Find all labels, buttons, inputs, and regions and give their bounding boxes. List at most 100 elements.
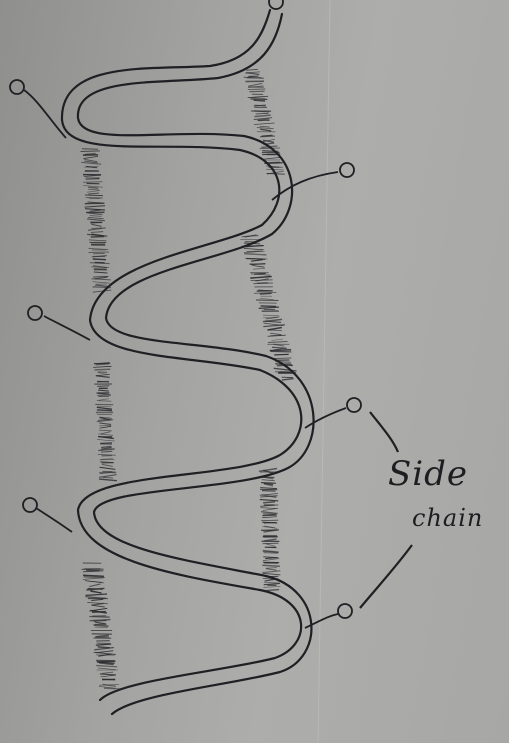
side-chain-label-line1: Side — [388, 454, 468, 494]
side-chain-group-circle — [28, 306, 42, 320]
hatch-stroke — [96, 666, 117, 667]
hatch-stroke — [268, 342, 288, 343]
hatch-stroke — [262, 517, 277, 518]
hatch-stroke — [251, 260, 263, 262]
hatch-stroke — [272, 339, 284, 341]
hatch-stroke — [97, 406, 111, 407]
hatch-stroke — [90, 263, 110, 264]
hatch-stroke — [249, 91, 264, 92]
hatch-stroke — [81, 151, 100, 152]
hatch-stroke — [85, 209, 105, 210]
hatch-stroke — [85, 206, 105, 207]
hatch-stroke — [97, 439, 115, 441]
hatch-stroke — [97, 407, 112, 409]
hatch-stroke — [253, 283, 273, 284]
side-chain-1 — [10, 80, 66, 138]
hatch-stroke — [264, 582, 280, 583]
hatch-stroke — [86, 594, 108, 595]
hatch-stroke — [257, 128, 274, 129]
hatch-stroke — [91, 599, 103, 600]
hatch-stroke — [266, 544, 276, 547]
hatch-stroke — [270, 333, 281, 334]
hatch-stroke — [260, 488, 277, 489]
hatch-stroke — [265, 321, 281, 322]
hatch-stroke — [259, 469, 277, 472]
hatch-stroke — [91, 232, 103, 233]
hatch-stroke — [103, 477, 113, 478]
hatch-stroke — [83, 575, 104, 576]
hydrogen-bond-hatching-right-middle — [240, 235, 296, 380]
pointer-line-upper — [370, 412, 398, 452]
hatch-stroke — [101, 432, 111, 434]
hatch-stroke — [87, 603, 108, 604]
hatch-stroke — [248, 96, 269, 97]
hatch-stroke — [263, 502, 275, 503]
hatch-stroke — [263, 140, 274, 142]
hatch-stroke — [99, 425, 111, 426]
hatch-stroke — [89, 252, 110, 253]
hatch-stroke — [266, 568, 277, 569]
hatch-stroke — [88, 218, 104, 219]
hatch-stroke — [93, 259, 106, 260]
hatch-stroke — [102, 672, 114, 673]
hatch-stroke — [263, 509, 276, 511]
hatch-stroke — [264, 553, 278, 554]
hatch-stroke — [90, 210, 101, 211]
hatch-stroke — [265, 558, 277, 559]
hatch-stroke — [274, 368, 297, 371]
hatch-stroke — [261, 306, 277, 307]
hatch-stroke — [100, 426, 111, 428]
hydrogen-bond-hatching-left-middle — [93, 363, 117, 481]
hatch-stroke — [91, 605, 105, 607]
hatch-stroke — [90, 620, 111, 621]
hatch-stroke — [85, 195, 103, 196]
hatch-stroke — [263, 543, 279, 544]
hatch-stroke — [270, 350, 291, 351]
hatch-stroke — [102, 464, 113, 466]
hatch-stroke — [90, 591, 101, 593]
hatch-stroke — [88, 193, 99, 194]
hatch-stroke — [84, 577, 104, 578]
hatch-stroke — [83, 571, 103, 572]
hatch-stroke — [88, 189, 99, 190]
hatch-stroke — [83, 186, 102, 188]
hatch-stroke — [244, 254, 266, 255]
hatch-stroke — [271, 351, 292, 352]
hatch-stroke — [262, 515, 276, 516]
hatch-stroke — [91, 237, 105, 238]
hatch-stroke — [266, 569, 276, 571]
side-chain-group-circle — [23, 498, 37, 512]
hatch-stroke — [92, 279, 111, 280]
hatch-stroke — [87, 190, 100, 192]
hatch-stroke — [246, 70, 258, 71]
hatch-stroke — [250, 277, 271, 279]
hatch-stroke — [92, 612, 106, 613]
hatch-stroke — [260, 126, 270, 127]
hatch-stroke — [93, 282, 110, 284]
top-end-circle — [269, 0, 283, 9]
side-chain-group-circle — [338, 604, 352, 618]
hatch-stroke — [254, 123, 275, 125]
hatch-stroke — [263, 157, 281, 159]
hatch-stroke — [99, 479, 117, 481]
hatch-stroke — [262, 480, 275, 481]
hatch-stroke — [97, 643, 110, 644]
hatch-stroke — [260, 500, 278, 501]
hatch-stroke — [248, 89, 266, 90]
hydrogen-bond-hatching-right-lower — [259, 469, 281, 591]
hatch-stroke — [99, 430, 112, 431]
hatch-stroke — [96, 364, 109, 365]
hatch-stroke — [81, 162, 101, 164]
side-chain-group-circle — [340, 163, 354, 177]
hatch-stroke — [255, 105, 266, 106]
hatch-stroke — [259, 307, 279, 308]
hatch-stroke — [87, 219, 105, 221]
hatch-stroke — [94, 652, 116, 654]
hatch-stroke — [250, 99, 267, 100]
hatch-stroke — [90, 216, 102, 217]
hatch-stroke — [256, 113, 269, 114]
hatch-stroke — [98, 449, 114, 451]
hatch-stroke — [92, 603, 104, 605]
hatch-stroke — [263, 587, 280, 588]
hatch-stroke — [93, 253, 105, 254]
